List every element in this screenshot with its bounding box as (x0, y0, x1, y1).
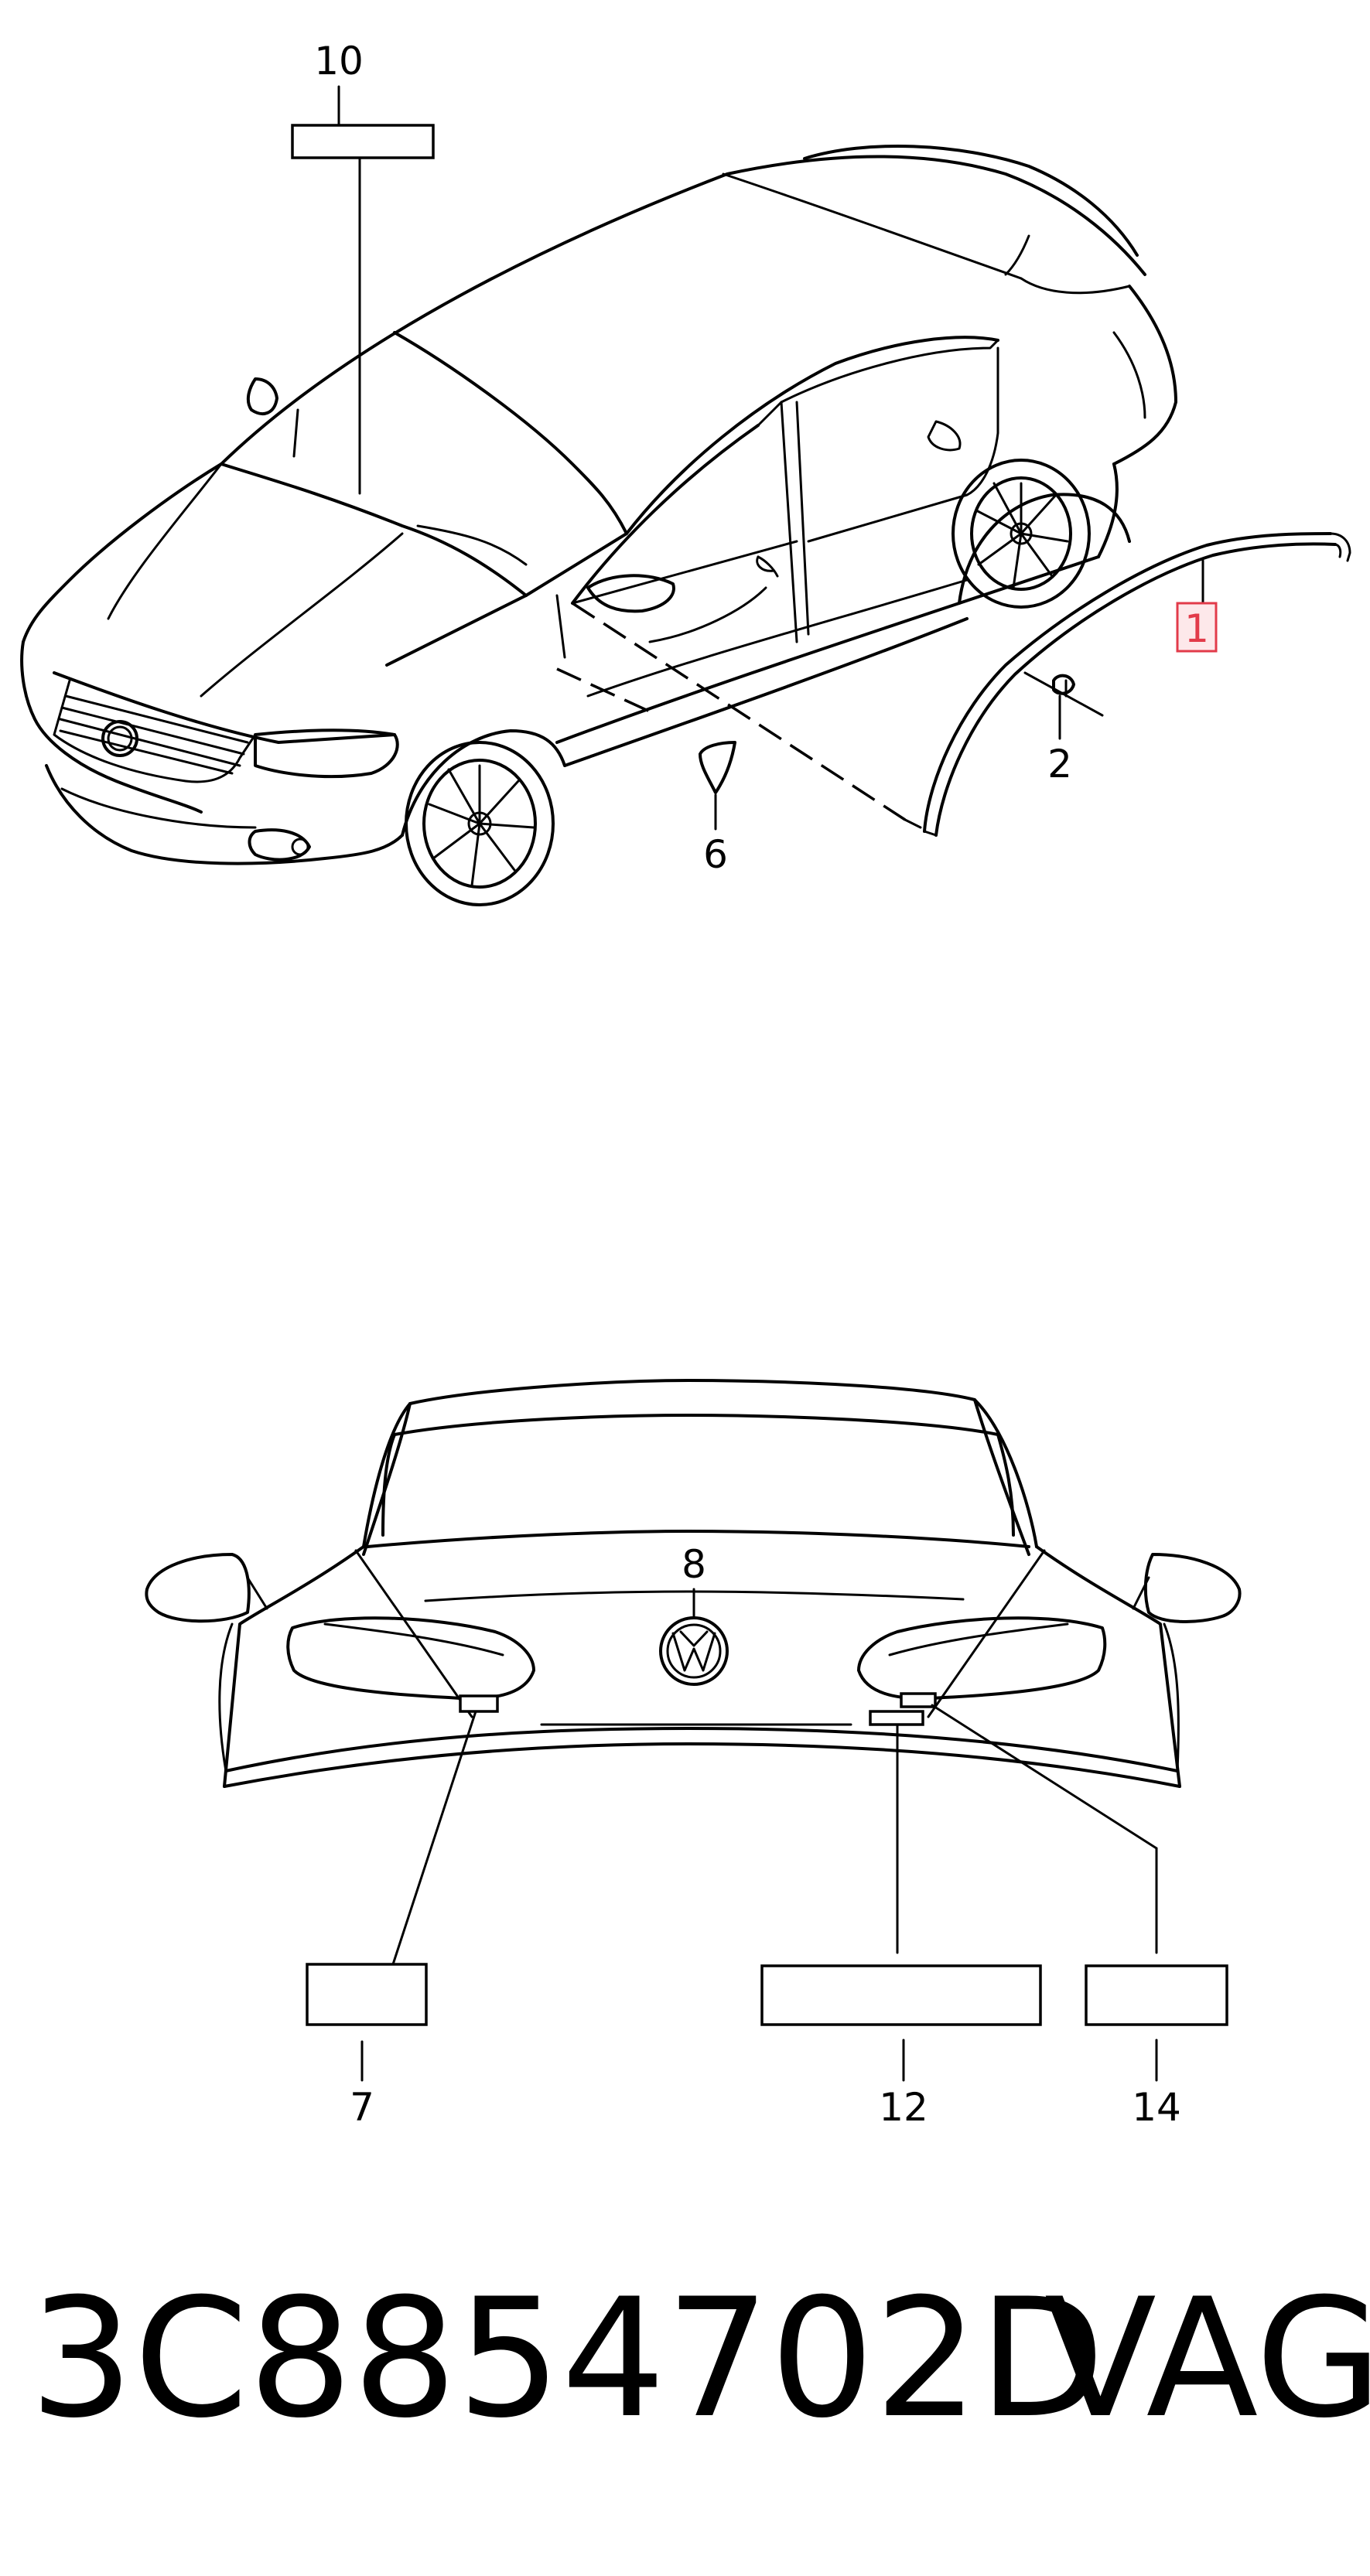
callout-12: 12 (760, 1723, 1042, 2130)
callout-label-10: 10 (314, 39, 364, 84)
callout-7: 7 (306, 1710, 477, 2130)
callout-label-1: 1 (1184, 606, 1209, 651)
car-front-illustration (20, 145, 1177, 906)
callout-box-12 (760, 1964, 1042, 2026)
trim-strip-part (923, 532, 1351, 837)
callout-1: 1 (1176, 559, 1218, 653)
callout-label-6: 6 (703, 832, 728, 877)
callout-label-2: 2 (1047, 742, 1072, 786)
callout-highlight-box-1 (1176, 602, 1218, 653)
badge-right-upper (900, 1692, 937, 1708)
callout-box-10 (291, 124, 435, 159)
part-number: 3C8854702D (29, 2263, 1105, 2454)
clip-part (1023, 671, 1104, 717)
brand-label: VAG (1044, 2263, 1370, 2454)
part-caption: 3C8854702D VAG (0, 2258, 1370, 2459)
callout-label-8: 8 (682, 1542, 706, 1587)
badge-left (459, 1694, 499, 1713)
callout-box-14 (1085, 1964, 1228, 2026)
callout-2: 2 (1047, 694, 1072, 786)
callout-label-14: 14 (1132, 2085, 1181, 2130)
callout-8: 8 (682, 1542, 706, 1618)
callout-box-7 (306, 1963, 428, 2026)
callout-6: 6 (703, 793, 728, 877)
callout-label-12: 12 (879, 2085, 928, 2130)
callout-10: 10 (291, 39, 435, 495)
callout-14: 14 (931, 1704, 1228, 2130)
car-rear-illustration (145, 1379, 1242, 1788)
badge-right-lower (869, 1710, 924, 1726)
callout-label-7: 7 (350, 2085, 374, 2130)
